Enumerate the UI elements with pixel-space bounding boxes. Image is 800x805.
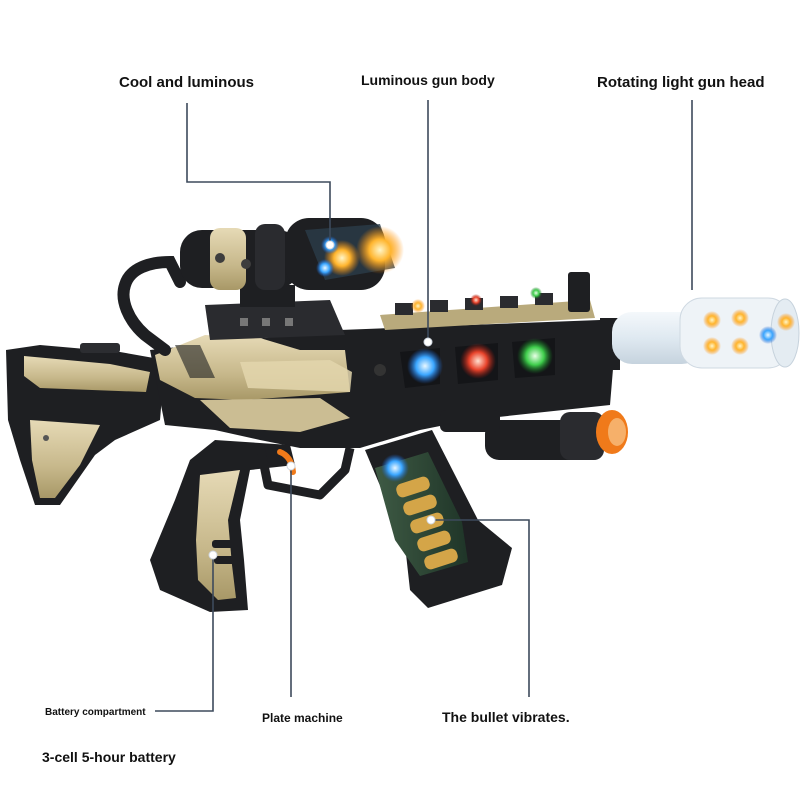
grip	[150, 440, 355, 612]
gun-stock	[6, 343, 165, 505]
magazine	[365, 430, 512, 608]
gun-receiver	[150, 272, 615, 448]
callout-battery-compartment: Battery compartment	[45, 707, 146, 718]
callout-plate-machine: Plate machine	[262, 711, 343, 725]
scope	[117, 218, 404, 356]
rotating-light-head	[600, 297, 800, 370]
callout-rotating-light-gun-head: Rotating light gun head	[597, 74, 765, 91]
callout-luminous-gun-body: Luminous gun body	[361, 72, 495, 88]
battery-spec-text: 3-cell 5-hour battery	[42, 749, 176, 765]
flashlight	[440, 410, 628, 460]
callout-leaders	[155, 100, 693, 712]
callout-cool-and-luminous: Cool and luminous	[119, 74, 254, 91]
callout-bullet-vibrates: The bullet vibrates.	[442, 709, 570, 725]
